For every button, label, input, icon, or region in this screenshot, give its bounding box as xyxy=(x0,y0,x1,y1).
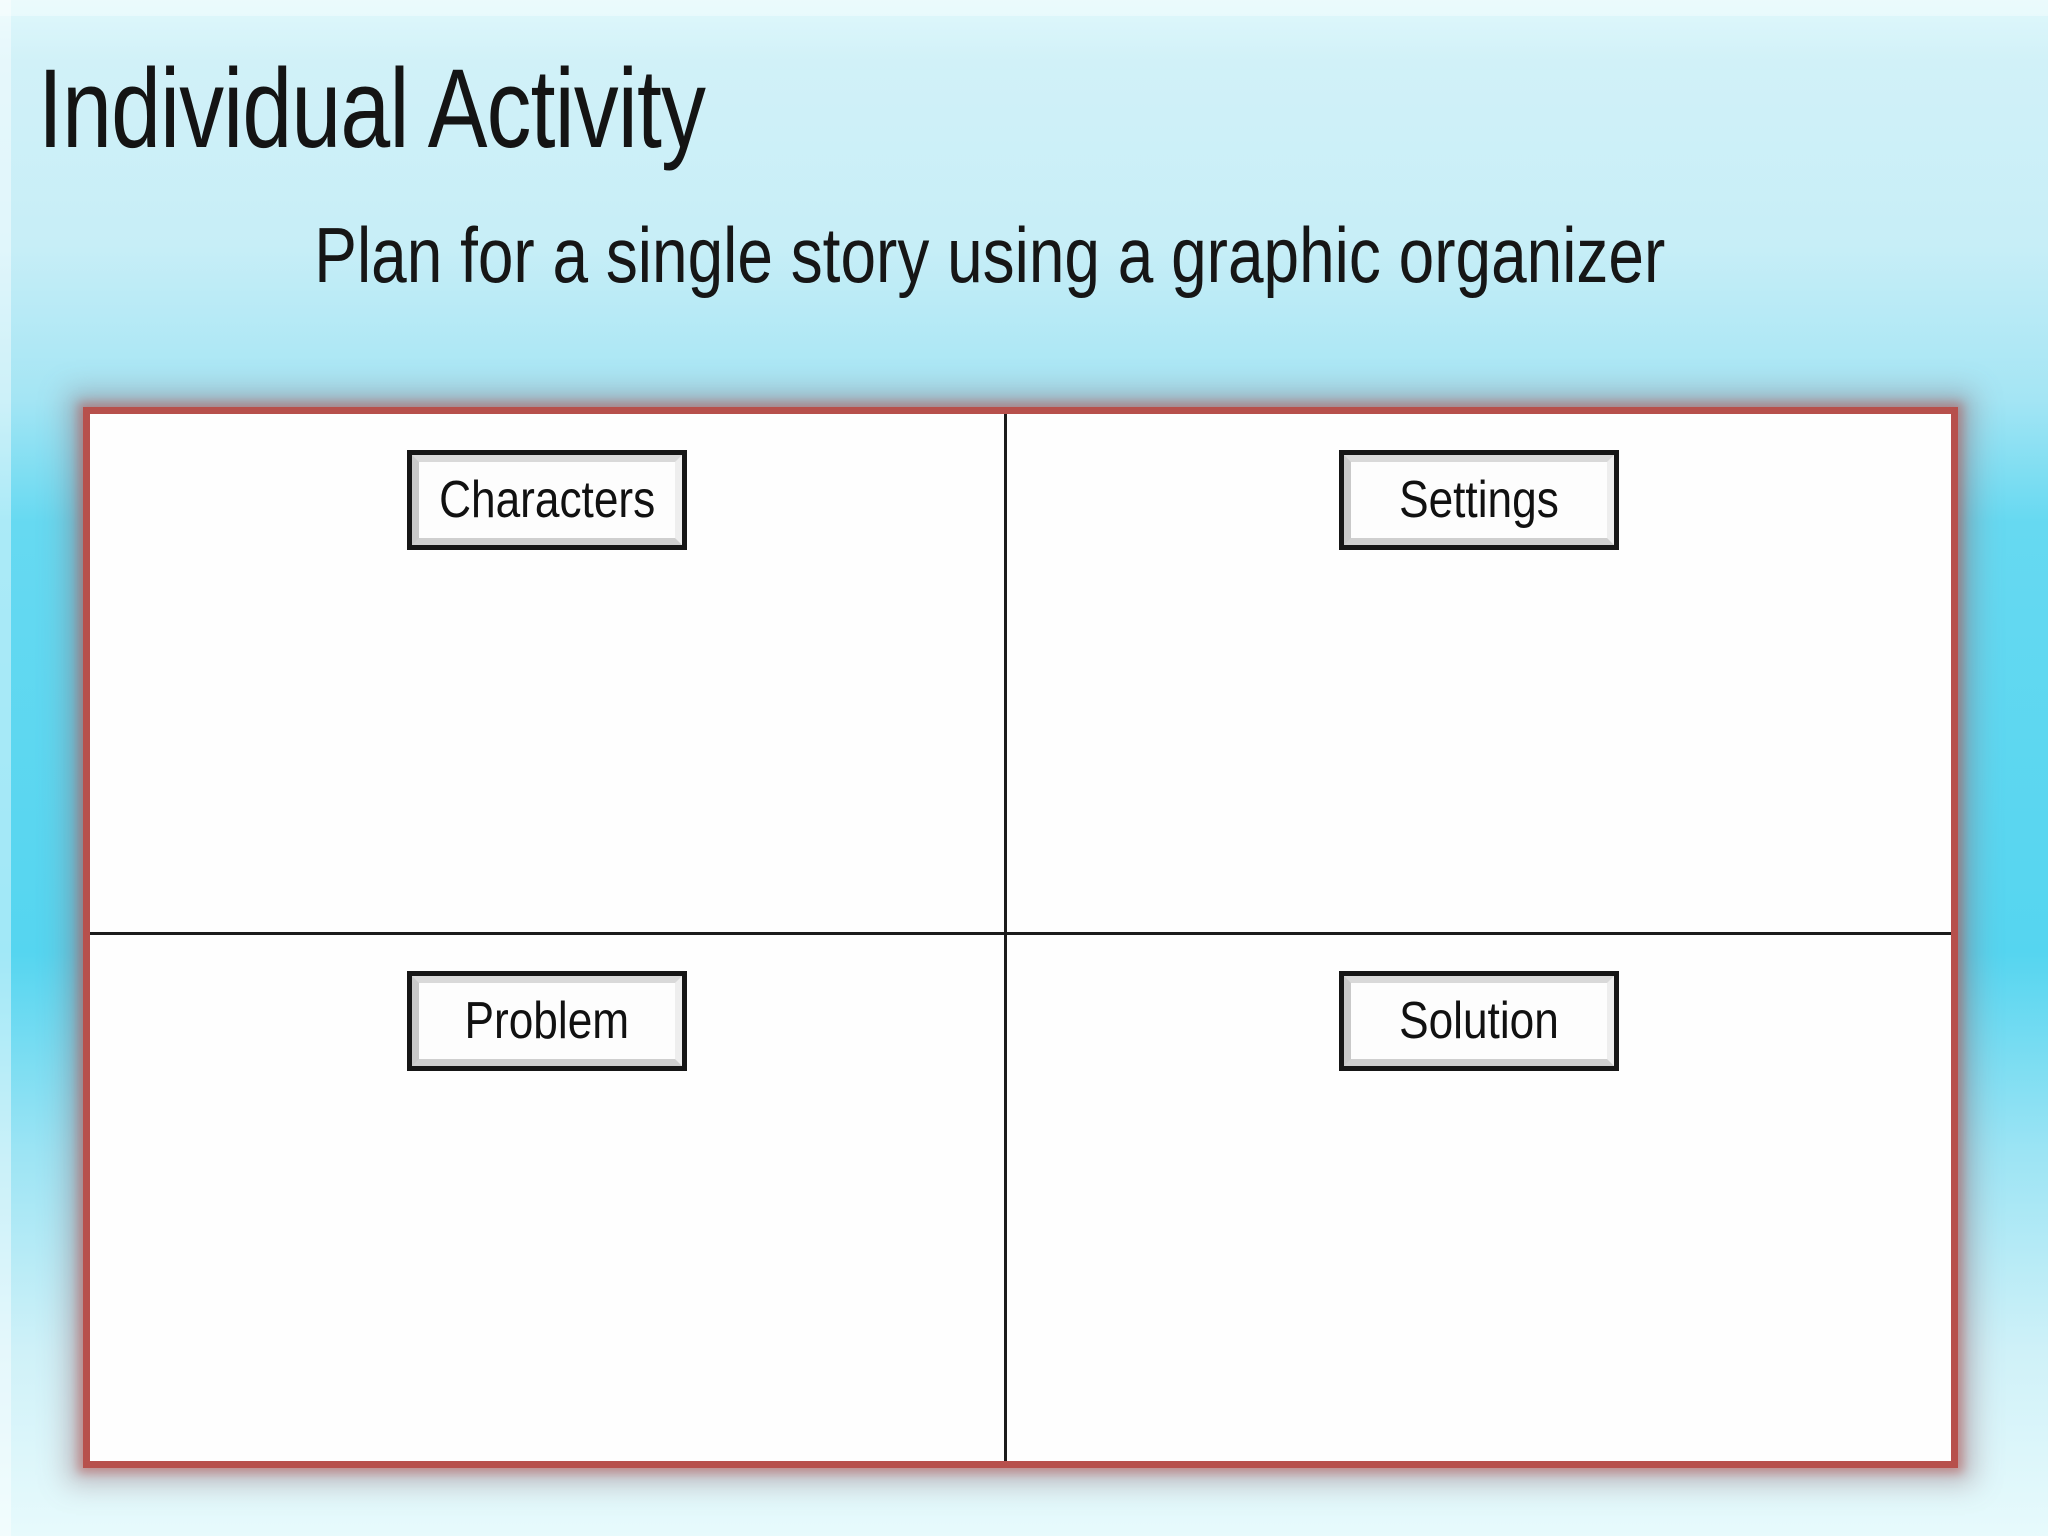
problem-label-bevel: Problem xyxy=(412,975,683,1066)
slide-subtitle-row: Plan for a single story using a graphic … xyxy=(0,216,2014,294)
slide-subtitle: Plan for a single story using a graphic … xyxy=(314,211,1666,299)
settings-label-box: Settings xyxy=(1339,450,1620,550)
characters-label: Characters xyxy=(439,471,656,529)
solution-label-box: Solution xyxy=(1339,970,1620,1071)
quadrant-settings: Settings xyxy=(1007,414,1951,935)
left-edge-highlight xyxy=(0,0,11,1536)
slide-title: Individual Activity xyxy=(38,46,706,171)
problem-label: Problem xyxy=(464,991,630,1050)
quadrant-characters: Characters xyxy=(90,414,1008,935)
quadrant-solution: Solution xyxy=(1007,935,1951,1461)
problem-label-box: Problem xyxy=(407,970,688,1071)
characters-label-bevel: Characters xyxy=(412,455,683,545)
quadrant-problem: Problem xyxy=(90,934,1008,1461)
graphic-organizer-frame: Characters Settings Problem Solution xyxy=(83,407,1958,1468)
solution-label: Solution xyxy=(1399,991,1560,1050)
settings-label-bevel: Settings xyxy=(1344,455,1615,545)
settings-label: Settings xyxy=(1399,471,1560,529)
solution-label-bevel: Solution xyxy=(1344,975,1615,1066)
top-edge-highlight xyxy=(0,0,2048,16)
characters-label-box: Characters xyxy=(407,450,688,550)
